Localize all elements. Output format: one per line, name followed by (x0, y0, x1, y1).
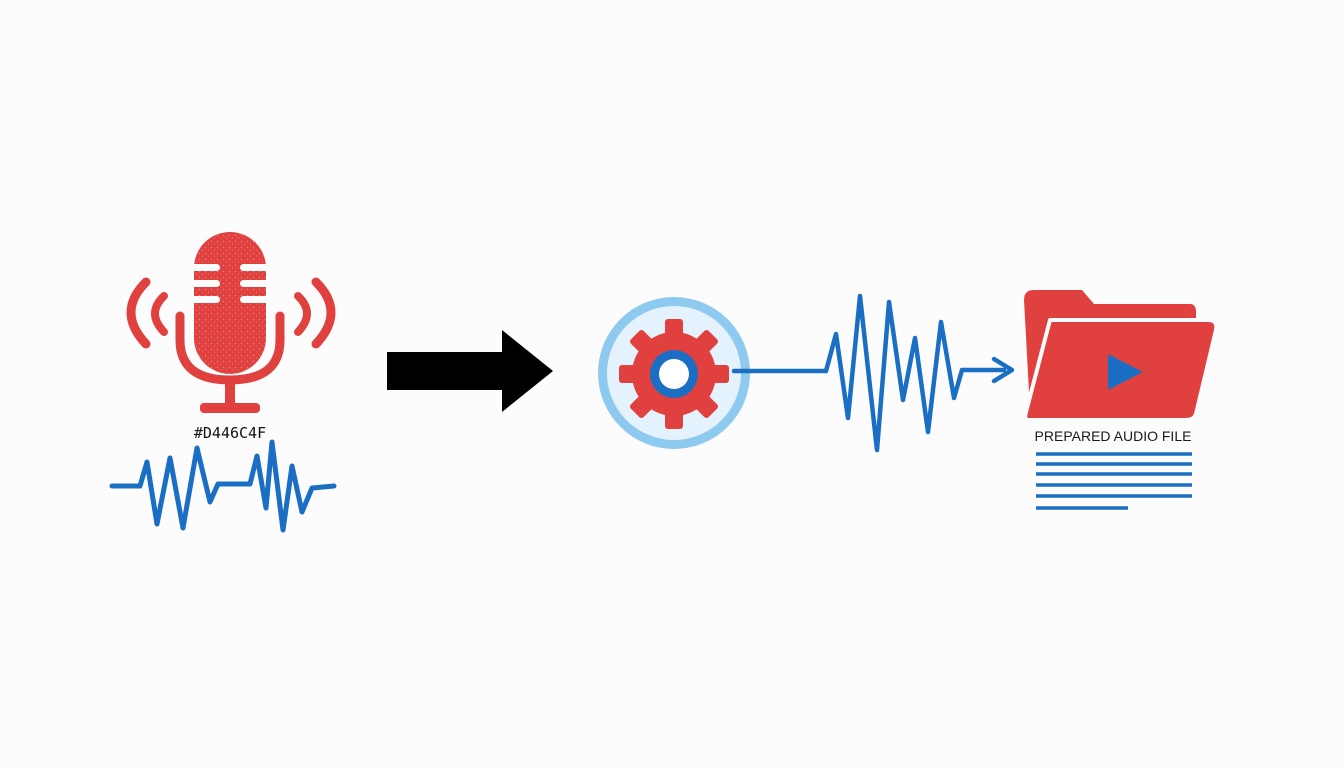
sound-wave-left-outer-icon (126, 277, 151, 349)
sound-wave-right-inner-icon (294, 292, 311, 336)
play-icon (1108, 354, 1143, 390)
folder-play-icon (1023, 290, 1219, 422)
gear-icon (619, 319, 729, 429)
microphone-icon (126, 232, 336, 413)
microphone-color-label: #D446C4F (193, 424, 267, 442)
output-file-label: PREPARED AUDIO FILE (1034, 428, 1192, 444)
arrow-right-icon (387, 330, 553, 412)
document-lines (1036, 452, 1192, 510)
sound-wave-left-inner-icon (151, 292, 168, 336)
input-waveform (109, 439, 337, 533)
waveform-arrowhead-icon (991, 356, 1015, 384)
processed-waveform (731, 293, 1007, 453)
sound-wave-right-outer-icon (311, 277, 336, 349)
